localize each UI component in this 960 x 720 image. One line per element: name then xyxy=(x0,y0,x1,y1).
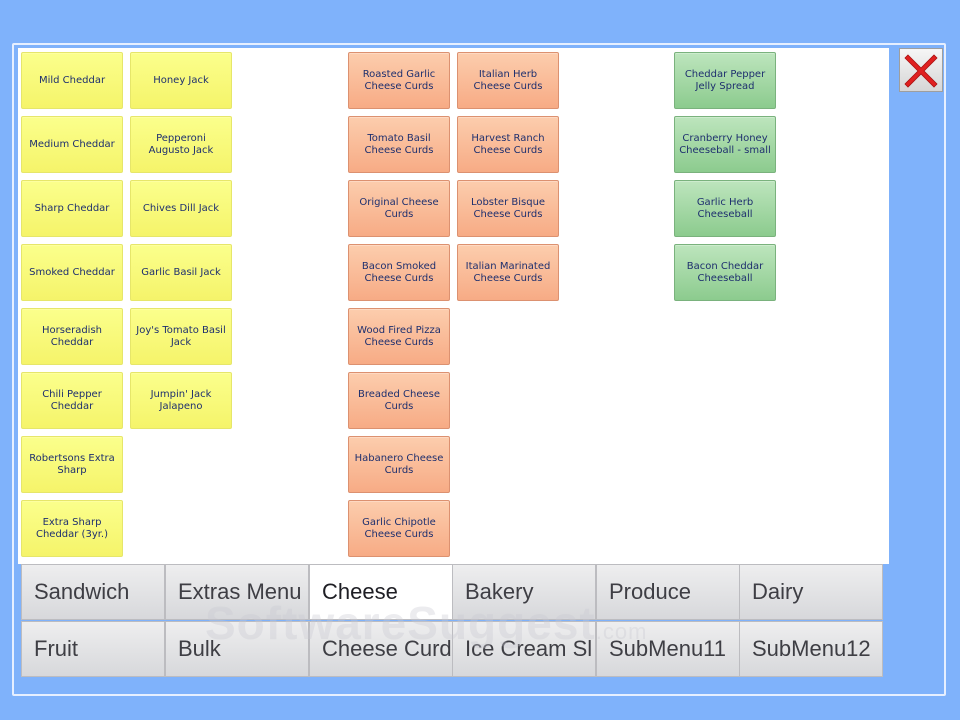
product-button[interactable]: Italian Marinated Cheese Curds xyxy=(457,244,559,301)
product-button[interactable]: Italian Herb Cheese Curds xyxy=(457,52,559,109)
product-button[interactable]: Jumpin' Jack Jalapeno xyxy=(130,372,232,429)
product-button[interactable]: Roasted Garlic Cheese Curds xyxy=(348,52,450,109)
product-button[interactable]: Habanero Cheese Curds xyxy=(348,436,450,493)
tab-submenu12[interactable]: SubMenu12 xyxy=(739,621,883,677)
tab-ice-cream[interactable]: Ice Cream Sl xyxy=(452,621,596,677)
product-button[interactable]: Tomato Basil Cheese Curds xyxy=(348,116,450,173)
product-button[interactable]: Medium Cheddar xyxy=(21,116,123,173)
tab-extras-menu[interactable]: Extras Menu xyxy=(165,564,309,620)
tab-dairy[interactable]: Dairy xyxy=(739,564,883,620)
product-button[interactable]: Harvest Ranch Cheese Curds xyxy=(457,116,559,173)
product-button[interactable]: Smoked Cheddar xyxy=(21,244,123,301)
product-button[interactable]: Chili Pepper Cheddar xyxy=(21,372,123,429)
product-button[interactable]: Breaded Cheese Curds xyxy=(348,372,450,429)
close-button[interactable] xyxy=(899,48,943,92)
product-button[interactable]: Joy's Tomato Basil Jack xyxy=(130,308,232,365)
tab-produce[interactable]: Produce xyxy=(596,564,740,620)
product-button[interactable]: Robertsons Extra Sharp xyxy=(21,436,123,493)
product-button[interactable]: Garlic Herb Cheeseball xyxy=(674,180,776,237)
product-button[interactable]: Honey Jack xyxy=(130,52,232,109)
product-button[interactable]: Garlic Chipotle Cheese Curds xyxy=(348,500,450,557)
product-button[interactable]: Garlic Basil Jack xyxy=(130,244,232,301)
tab-cheese[interactable]: Cheese xyxy=(309,564,453,620)
product-button[interactable]: Mild Cheddar xyxy=(21,52,123,109)
product-button[interactable]: Original Cheese Curds xyxy=(348,180,450,237)
product-button[interactable]: Wood Fired Pizza Cheese Curds xyxy=(348,308,450,365)
product-button[interactable]: Extra Sharp Cheddar (3yr.) xyxy=(21,500,123,557)
product-button[interactable]: Bacon Cheddar Cheeseball xyxy=(674,244,776,301)
tab-fruit[interactable]: Fruit xyxy=(21,621,165,677)
window-frame xyxy=(12,43,946,696)
product-button[interactable]: Pepperoni Augusto Jack xyxy=(130,116,232,173)
product-button[interactable]: Chives Dill Jack xyxy=(130,180,232,237)
product-button[interactable]: Cheddar Pepper Jelly Spread xyxy=(674,52,776,109)
tab-cheese-curd[interactable]: Cheese Curd xyxy=(309,621,453,677)
tab-submenu11[interactable]: SubMenu11 xyxy=(596,621,740,677)
tab-sandwich[interactable]: Sandwich xyxy=(21,564,165,620)
product-button[interactable]: Lobster Bisque Cheese Curds xyxy=(457,180,559,237)
product-button[interactable]: Horseradish Cheddar xyxy=(21,308,123,365)
tab-bulk[interactable]: Bulk xyxy=(165,621,309,677)
product-panel: Mild Cheddar Medium Cheddar Sharp Chedda… xyxy=(18,48,889,564)
product-button[interactable]: Bacon Smoked Cheese Curds xyxy=(348,244,450,301)
tab-bakery[interactable]: Bakery xyxy=(452,564,596,620)
close-icon xyxy=(904,54,938,88)
product-button[interactable]: Sharp Cheddar xyxy=(21,180,123,237)
product-button[interactable]: Cranberry Honey Cheeseball - small xyxy=(674,116,776,173)
